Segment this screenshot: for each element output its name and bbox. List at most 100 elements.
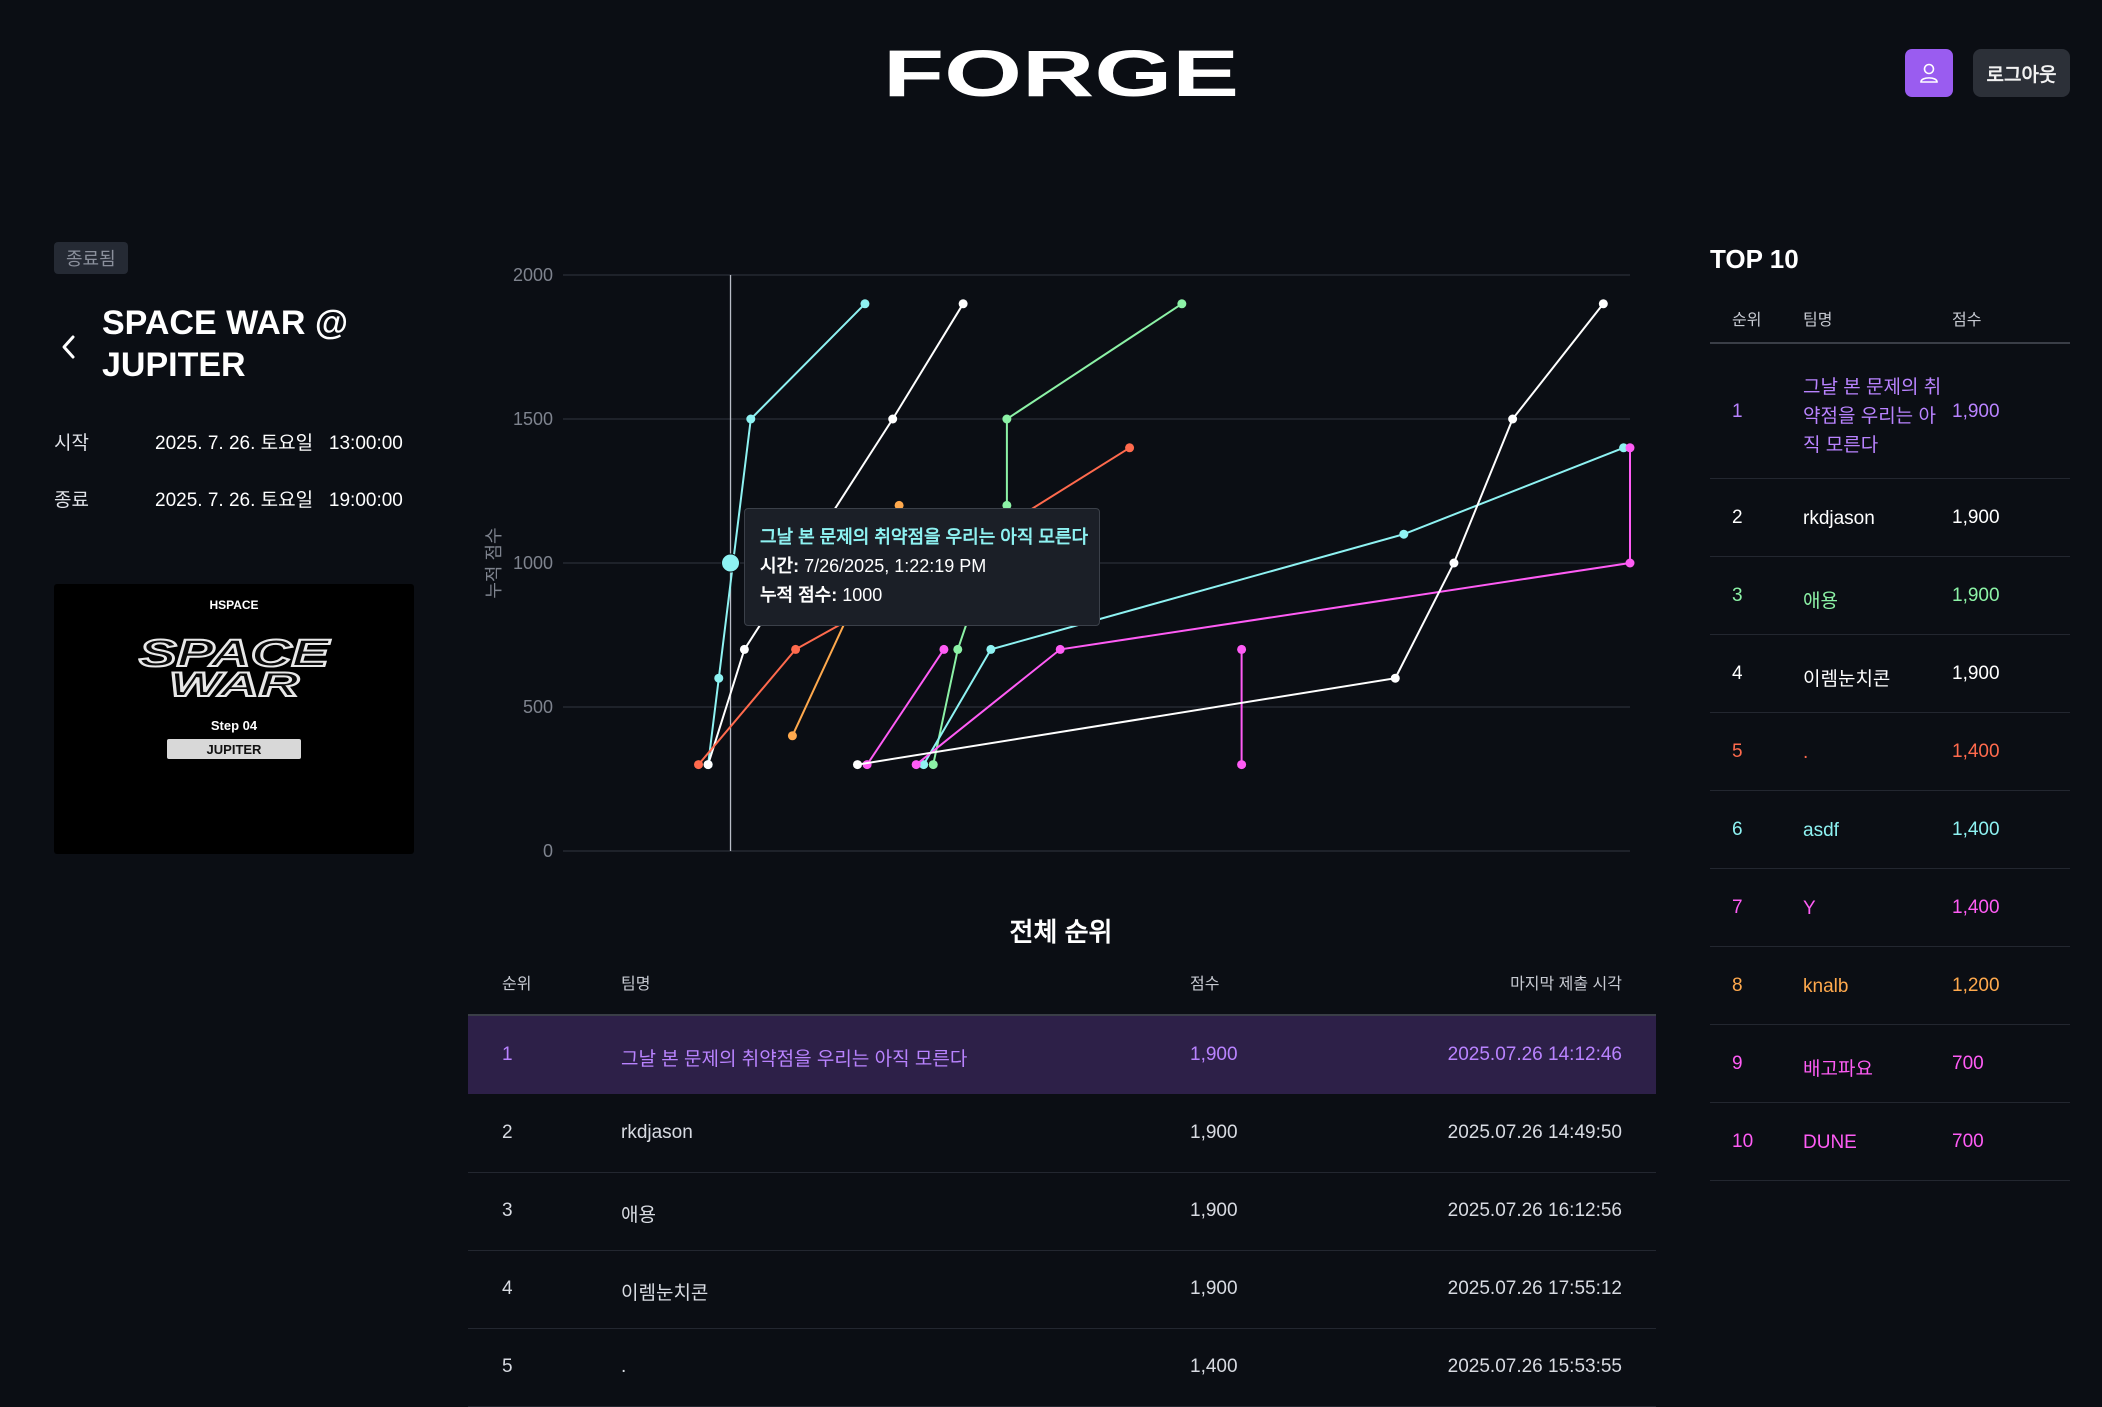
- forge-logo[interactable]: FORGE: [880, 44, 1242, 102]
- top10-row[interactable]: 8 knalb 1,200: [1710, 947, 2070, 1025]
- tooltip-score-value: 1000: [842, 585, 883, 605]
- row-team[interactable]: rkdjason: [621, 1122, 693, 1143]
- page-title: SPACE WAR @ JUPITER: [102, 304, 348, 384]
- top10-team: asdf: [1803, 819, 1839, 841]
- top10-score: 1,900: [1952, 585, 2000, 606]
- top10-row[interactable]: 5.1,400: [1710, 713, 2070, 791]
- data-point: [958, 299, 968, 309]
- row-score: 1,900: [1190, 1044, 1238, 1065]
- column-header-last-submit[interactable]: 마지막 제출 시각: [1510, 976, 1622, 993]
- column-header-score[interactable]: 점수: [1190, 976, 1220, 993]
- tooltip-score-label: 누적 점수:: [760, 585, 838, 605]
- row-time: 2025.07.26 16:12:56: [1447, 1200, 1622, 1221]
- top10-rank: 1: [1732, 400, 1743, 422]
- data-point: [1055, 644, 1065, 654]
- top10-score: 700: [1952, 1131, 1984, 1152]
- data-point: [746, 414, 756, 424]
- data-point: [939, 644, 949, 654]
- top10-team: .: [1803, 741, 1809, 763]
- data-point: [791, 644, 801, 654]
- top10-header-score: 점수: [1952, 312, 1982, 329]
- data-point: [1598, 299, 1608, 309]
- data-point: [953, 644, 963, 654]
- top10-team: 그날 본 문제의 취: [1803, 377, 1942, 398]
- user-icon: [1920, 63, 1938, 83]
- data-point: [739, 644, 749, 654]
- top10-rank: 8: [1732, 975, 1743, 996]
- data-point: [787, 731, 797, 741]
- poster-headline-1: SPACE: [139, 633, 331, 675]
- end-label: 종료: [54, 490, 89, 511]
- data-point: [703, 760, 713, 770]
- series-line: [707, 303, 866, 765]
- table-row[interactable]: 3 애용 1,900 2025.07.26 16:12:56: [468, 1172, 1656, 1251]
- row-team[interactable]: .: [621, 1356, 627, 1377]
- top10-team: Y: [1803, 897, 1816, 919]
- y-tick-label: 1500: [513, 409, 553, 429]
- ranking-title: 전체 순위: [1009, 917, 1113, 947]
- top10-rank: 6: [1732, 819, 1743, 840]
- table-row[interactable]: 5 . 1,400 2025.07.26 15:53:55: [468, 1328, 1656, 1407]
- poster-brand: HSPACE: [209, 598, 258, 612]
- data-point: [694, 760, 704, 770]
- top10-rank: 4: [1732, 663, 1743, 684]
- data-point: [986, 644, 996, 654]
- top10-header-divider: [1710, 342, 2070, 344]
- top10-rank: 5: [1732, 741, 1743, 762]
- table-row[interactable]: 4 이렘눈치콘 1,900 2025.07.26 17:55:12: [468, 1250, 1656, 1329]
- data-point: [919, 760, 929, 770]
- table-row[interactable]: 1 그날 본 문제의 취약점을 우리는 아직 모른다 1,900 2025.07…: [468, 1016, 1656, 1094]
- y-tick-label: 1000: [513, 553, 553, 573]
- data-point: [888, 414, 898, 424]
- top10-score: 1,900: [1952, 400, 2000, 422]
- row-score: 1,900: [1190, 1200, 1238, 1221]
- top10-team: 애용: [1803, 590, 1838, 612]
- row-rank: 3: [502, 1200, 513, 1221]
- logout-button[interactable]: 로그아웃: [1973, 49, 2070, 97]
- row-team[interactable]: 애용: [621, 1205, 656, 1226]
- top10-rank: 3: [1732, 585, 1743, 606]
- data-point: [928, 760, 938, 770]
- status-badge: 종료됨: [54, 242, 128, 274]
- top10-score: 700: [1952, 1053, 1984, 1074]
- table-row[interactable]: 2 rkdjason 1,900 2025.07.26 14:49:50: [468, 1094, 1656, 1173]
- series-line: [915, 447, 1631, 766]
- profile-button[interactable]: [1905, 49, 1953, 97]
- series-line: [922, 446, 1624, 766]
- row-team[interactable]: 그날 본 문제의 취약점을 우리는 아직 모른다: [621, 1049, 968, 1070]
- top10-rank: 2: [1732, 507, 1743, 528]
- data-point: [1002, 500, 1012, 510]
- chevron-left-icon[interactable]: [58, 332, 80, 362]
- row-team[interactable]: 이렘눈치콘: [621, 1283, 709, 1304]
- top10-header-team: 팀명: [1803, 312, 1833, 329]
- data-point: [1625, 443, 1635, 453]
- column-header-team[interactable]: 팀명: [621, 976, 651, 993]
- ctf-poster: HSPACE SPACE WAR Step 04 JUPITER: [54, 584, 414, 854]
- y-tick-label: 0: [543, 841, 553, 861]
- row-score: 1,900: [1190, 1278, 1238, 1299]
- end-value: 2025. 7. 26. 토요일 19:00:00: [155, 490, 403, 511]
- row-time: 2025.07.26 14:49:50: [1447, 1122, 1622, 1143]
- top10-score: 1,200: [1952, 975, 2000, 996]
- data-point: [1125, 443, 1135, 453]
- start-value: 2025. 7. 26. 토요일 13:00:00: [155, 433, 403, 454]
- data-point: [852, 760, 862, 770]
- data-point: [1237, 760, 1247, 770]
- chart-tooltip: 그날 본 문제의 취약점을 우리는 아직 모른다 시간: 7/26/2025, …: [744, 508, 1100, 626]
- top10-row[interactable]: 6 asdf 1,400: [1710, 791, 2070, 869]
- top10-row[interactable]: 3 애용 1,900: [1710, 557, 2070, 635]
- top10-score: 1,900: [1952, 663, 2000, 684]
- top10-score: 1,400: [1952, 819, 2000, 840]
- top10-team: DUNE: [1803, 1131, 1857, 1153]
- data-point: [1619, 443, 1629, 453]
- column-header-rank[interactable]: 순위: [502, 976, 532, 993]
- data-point: [714, 673, 724, 683]
- top10-team: 직 모른다: [1803, 435, 1879, 456]
- top10-team: knalb: [1803, 975, 1849, 997]
